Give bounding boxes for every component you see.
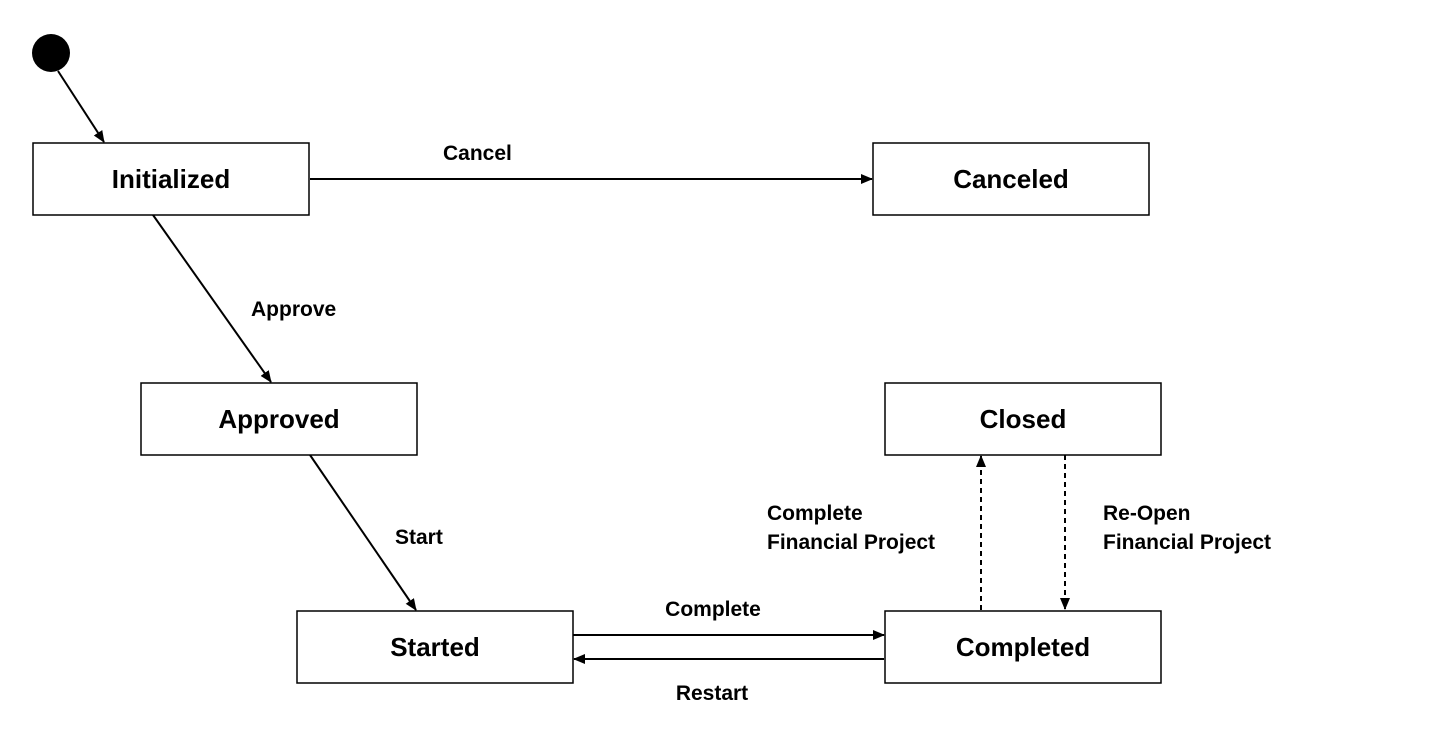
transition-label-complete-financial-project: Complete Financial Project [767, 502, 935, 554]
state-approved: Approved [140, 382, 418, 456]
state-label-started: Started [390, 632, 480, 662]
edge-approve [152, 214, 272, 383]
initial-state-node [32, 34, 70, 72]
transition-label-complete: Complete [665, 598, 761, 621]
edge-start [309, 454, 417, 611]
transition-label-cancel: Cancel [443, 142, 512, 165]
state-canceled: Canceled [872, 142, 1150, 216]
transition-label-complete-financial-project-line-1: Complete [767, 502, 863, 525]
transition-label-start: Start [395, 526, 443, 549]
state-started: Started [296, 610, 574, 684]
state-completed: Completed [884, 610, 1162, 684]
state-label-canceled: Canceled [953, 164, 1069, 194]
transition-label-reopen-financial-project: Re-Open Financial Project [1103, 502, 1271, 554]
transition-label-complete-financial-project-line-2: Financial Project [767, 531, 935, 554]
transition-label-reopen-financial-project-line-2: Financial Project [1103, 531, 1271, 554]
state-label-initialized: Initialized [112, 164, 230, 194]
state-label-approved: Approved [218, 404, 339, 434]
state-label-closed: Closed [980, 404, 1067, 434]
state-initialized: Initialized [32, 142, 310, 216]
transition-label-reopen-financial-project-line-1: Re-Open [1103, 502, 1191, 525]
state-label-completed: Completed [956, 632, 1090, 662]
transition-label-approve: Approve [251, 298, 336, 321]
transition-label-restart: Restart [676, 682, 748, 705]
state-closed: Closed [884, 382, 1162, 456]
edge-initial-to-initialized [57, 70, 105, 143]
